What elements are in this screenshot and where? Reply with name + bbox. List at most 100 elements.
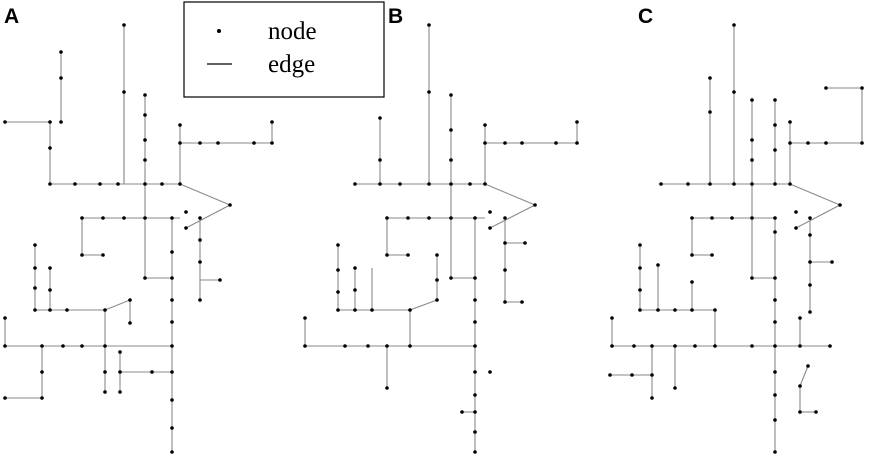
node-b-14 bbox=[483, 123, 487, 127]
node-c-5 bbox=[659, 182, 663, 186]
node-a-32 bbox=[143, 216, 147, 220]
node-a-65 bbox=[61, 344, 65, 348]
node-b-28 bbox=[473, 216, 477, 220]
node-a-13 bbox=[160, 182, 164, 186]
node-b-3 bbox=[378, 158, 382, 162]
node-b-33 bbox=[473, 298, 477, 302]
node-a-49 bbox=[198, 298, 202, 302]
node-a-58 bbox=[65, 308, 69, 312]
node-a-34 bbox=[80, 253, 84, 257]
node-c-49 bbox=[808, 310, 812, 314]
node-b-40 bbox=[460, 410, 464, 414]
node-c-9 bbox=[773, 182, 777, 186]
node-b-5 bbox=[378, 182, 382, 186]
node-a-35 bbox=[101, 253, 105, 257]
node-c-16 bbox=[773, 148, 777, 152]
node-c-15 bbox=[773, 123, 777, 127]
node-c-6 bbox=[686, 182, 690, 186]
node-b-64 bbox=[366, 344, 370, 348]
node-c-40 bbox=[773, 370, 777, 374]
node-b-38 bbox=[473, 393, 477, 397]
node-a-48 bbox=[198, 260, 202, 264]
node-a-59 bbox=[103, 308, 107, 312]
node-c-3 bbox=[708, 110, 712, 114]
legend: node edge bbox=[183, 1, 385, 98]
node-b-56 bbox=[370, 308, 374, 312]
panel-label-a: A bbox=[4, 5, 19, 28]
node-c-46 bbox=[808, 260, 812, 264]
node-c-0 bbox=[732, 23, 736, 27]
edge-b-8 bbox=[489, 204, 536, 229]
node-c-29 bbox=[730, 216, 734, 220]
node-b-22 bbox=[488, 210, 492, 214]
node-a-25 bbox=[270, 141, 274, 145]
edge-b-21 bbox=[409, 299, 438, 311]
node-c-32 bbox=[690, 253, 694, 257]
node-c-47 bbox=[830, 260, 834, 264]
node-b-66 bbox=[408, 344, 412, 348]
node-a-68 bbox=[118, 350, 122, 354]
node-a-51 bbox=[33, 243, 37, 247]
node-a-11 bbox=[116, 182, 120, 186]
node-b-18 bbox=[554, 141, 558, 145]
node-b-26 bbox=[427, 216, 431, 220]
node-c-7 bbox=[732, 182, 736, 186]
node-b-35 bbox=[473, 344, 477, 348]
node-a-45 bbox=[170, 450, 174, 454]
node-a-44 bbox=[170, 426, 174, 430]
edge-b-7 bbox=[484, 183, 536, 206]
node-b-46 bbox=[503, 268, 507, 272]
node-c-36 bbox=[773, 276, 777, 280]
node-a-16 bbox=[143, 113, 147, 117]
node-c-55 bbox=[656, 308, 660, 312]
node-c-30 bbox=[750, 216, 754, 220]
node-b-7 bbox=[427, 182, 431, 186]
node-b-62 bbox=[303, 344, 307, 348]
node-a-15 bbox=[143, 93, 147, 97]
node-c-78 bbox=[798, 410, 802, 414]
node-b-63 bbox=[343, 344, 347, 348]
node-c-79 bbox=[814, 410, 818, 414]
node-c-62 bbox=[610, 344, 614, 348]
node-b-39 bbox=[473, 410, 477, 414]
node-a-38 bbox=[170, 276, 174, 280]
node-c-12 bbox=[750, 138, 754, 142]
node-c-60 bbox=[713, 344, 717, 348]
node-a-5 bbox=[3, 120, 7, 124]
node-a-47 bbox=[198, 238, 202, 242]
node-b-31 bbox=[449, 276, 453, 280]
node-a-73 bbox=[150, 370, 154, 374]
node-b-30 bbox=[406, 253, 410, 257]
node-b-6 bbox=[398, 182, 402, 186]
node-c-8 bbox=[750, 182, 754, 186]
node-a-40 bbox=[170, 320, 174, 324]
node-c-24 bbox=[838, 203, 842, 207]
node-b-43 bbox=[503, 216, 507, 220]
node-b-17 bbox=[520, 141, 524, 145]
node-b-65 bbox=[385, 344, 389, 348]
node-b-1 bbox=[427, 90, 431, 94]
node-a-56 bbox=[48, 288, 52, 292]
node-c-21 bbox=[860, 141, 864, 145]
node-b-4 bbox=[353, 182, 357, 186]
node-c-17 bbox=[788, 120, 792, 124]
node-b-37 bbox=[473, 370, 477, 374]
node-c-76 bbox=[806, 364, 810, 368]
node-a-23 bbox=[252, 141, 256, 145]
node-a-22 bbox=[216, 141, 220, 145]
node-c-56 bbox=[673, 308, 677, 312]
node-c-33 bbox=[710, 253, 714, 257]
node-b-58 bbox=[435, 253, 439, 257]
node-a-3 bbox=[59, 76, 63, 80]
node-a-14 bbox=[178, 182, 182, 186]
node-b-10 bbox=[483, 182, 487, 186]
node-b-67 bbox=[385, 386, 389, 390]
node-b-32 bbox=[473, 276, 477, 280]
node-b-27 bbox=[449, 216, 453, 220]
node-c-38 bbox=[773, 320, 777, 324]
node-a-37 bbox=[170, 250, 174, 254]
node-a-36 bbox=[143, 276, 147, 280]
edge-a-23 bbox=[104, 299, 131, 311]
node-b-50 bbox=[336, 268, 340, 272]
node-c-53 bbox=[638, 308, 642, 312]
